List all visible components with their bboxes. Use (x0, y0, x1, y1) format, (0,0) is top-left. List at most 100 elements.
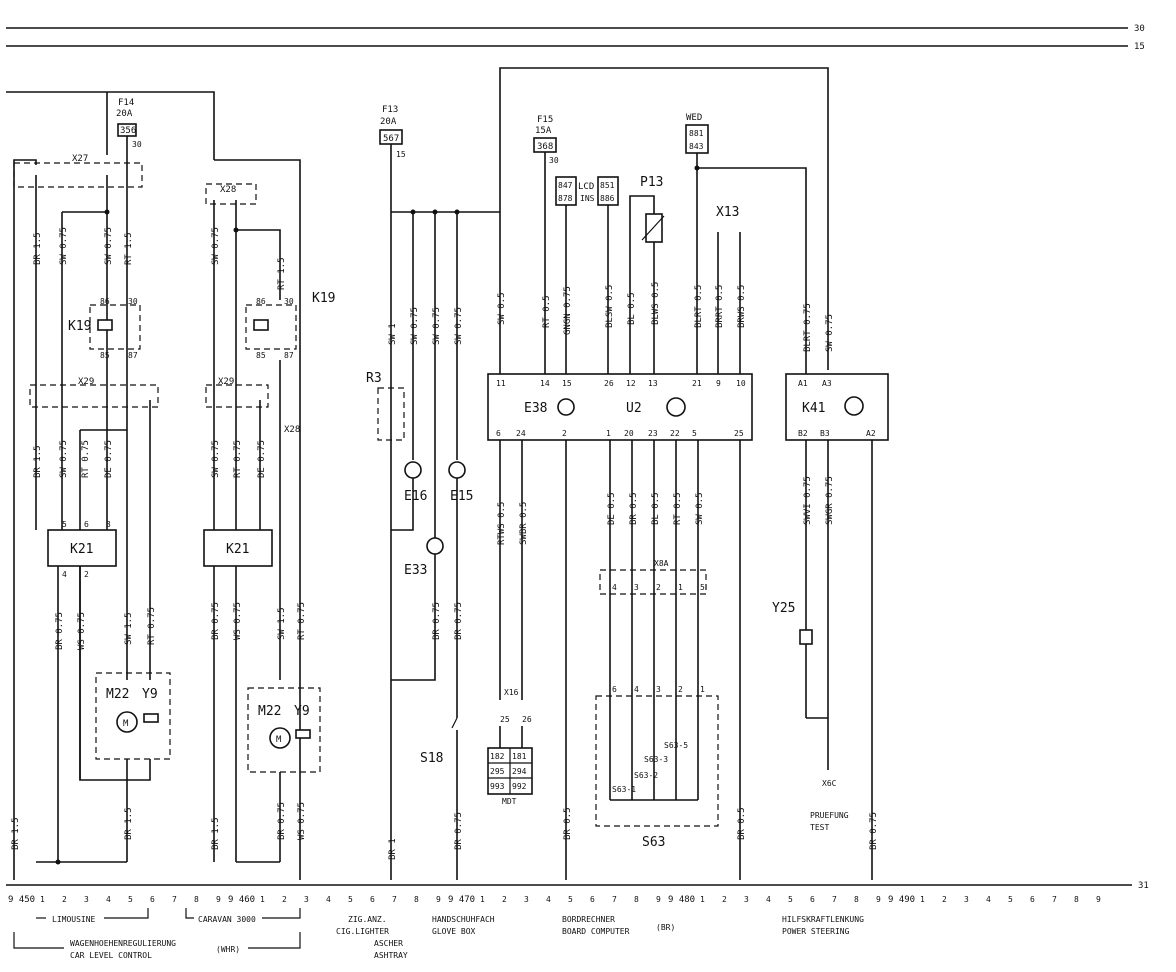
ruler-tick: 3 (744, 895, 749, 904)
svg-text:WS 0.75: WS 0.75 (77, 612, 87, 650)
relay-k19-left-label: K19 (68, 319, 91, 334)
svg-text:BR 0.75: BR 0.75 (454, 812, 464, 850)
svg-text:294: 294 (512, 767, 527, 776)
board-computer-u2 (487, 373, 753, 441)
power-steering-section: BLRT 0.75 SW 0.75 K41 A1 A3 B2 B3 A2 SWV… (772, 303, 889, 880)
rail-31-label: 31 (1138, 881, 1149, 891)
footer-labels: LIMOUSINE CARAVAN 3000 WAGENHOEHENREGULI… (13, 908, 864, 960)
connector-x16: X16 (504, 688, 519, 697)
footer-whr: (WHR) (216, 945, 240, 954)
ruler-tick: 2 (502, 895, 507, 904)
ruler-tick: 6 (150, 895, 155, 904)
ruler-tick: 1 (40, 895, 45, 904)
svg-text:GNGN 0.75: GNGN 0.75 (563, 286, 573, 335)
ruler-tick: 8 (194, 895, 199, 904)
footer-power-steering-de: HILFSKRAFTLENKUNG (782, 915, 864, 924)
connector-x29-left: X29 (78, 377, 94, 387)
svg-text:BR 1.5: BR 1.5 (124, 807, 134, 840)
ruler-tick: 7 (612, 895, 617, 904)
test-label-en: TEST (810, 823, 829, 832)
svg-text:1: 1 (606, 429, 611, 438)
ruler-tick: 9 (876, 895, 881, 904)
svg-text:24: 24 (516, 429, 526, 438)
ruler-tick: 8 (854, 895, 859, 904)
fuse-f14-code: 356 (120, 126, 136, 136)
connector-x13: X13 (716, 205, 739, 220)
ruler-tick: 5 (348, 895, 353, 904)
ruler-tick: 3 (84, 895, 89, 904)
svg-text:BR 0.75: BR 0.75 (869, 812, 879, 850)
switch-block-s63-label: S63 (642, 835, 665, 850)
ruler-tick: 5 (568, 895, 573, 904)
ruler-major-490: 9 490 (888, 895, 915, 905)
clock-icon (666, 397, 686, 417)
svg-text:5: 5 (700, 583, 705, 592)
test-label-de: PRUEFUNG (810, 811, 849, 820)
power-rails: 30 15 31 (6, 24, 1149, 891)
valve-y9-left-label: Y9 (142, 687, 158, 702)
mdt-label: MDT (502, 797, 517, 806)
svg-text:X29: X29 (218, 377, 234, 387)
ruler-tick: 8 (1074, 895, 1079, 904)
svg-text:13: 13 (648, 379, 658, 388)
connector-x8a: X8A (654, 559, 669, 568)
svg-text:BLSW 0.5: BLSW 0.5 (605, 285, 615, 328)
svg-text:E15: E15 (450, 489, 473, 504)
ruler-tick: 3 (964, 895, 969, 904)
svg-text:878: 878 (558, 194, 573, 203)
svg-text:B2: B2 (798, 429, 808, 438)
ruler-tick: 9 (216, 895, 221, 904)
svg-text:2: 2 (678, 685, 683, 694)
svg-text:23: 23 (648, 429, 658, 438)
svg-text:6: 6 (496, 429, 501, 438)
svg-text:RT 0.75: RT 0.75 (81, 440, 91, 478)
svg-text:25: 25 (500, 715, 510, 724)
svg-text:BR 0.75: BR 0.75 (211, 602, 221, 640)
svg-text:BLRT 0.5: BLRT 0.5 (694, 285, 704, 328)
svg-text:851: 851 (600, 181, 615, 190)
svg-text:BR 0.5: BR 0.5 (629, 492, 639, 525)
svg-text:F15: F15 (537, 115, 553, 125)
ruler-tick: 4 (766, 895, 771, 904)
svg-text:S63-1: S63-1 (612, 785, 636, 794)
module-k21-left-label: K21 (70, 542, 93, 557)
motor-m22-right-label: M22 (258, 704, 281, 719)
footer-br: (BR) (656, 923, 675, 932)
svg-text:BR 0.5: BR 0.5 (563, 807, 573, 840)
svg-text:WED: WED (686, 113, 702, 123)
svg-text:E33: E33 (404, 563, 427, 578)
svg-text:992: 992 (512, 782, 527, 791)
valve-y9-right (295, 729, 311, 739)
switch-s18 (451, 717, 458, 729)
svg-text:4: 4 (62, 570, 67, 579)
svg-text:BR 1.5: BR 1.5 (211, 817, 221, 850)
relay-k19-left (89, 304, 141, 350)
relay-k19-right (245, 304, 297, 350)
module-k41 (785, 373, 889, 441)
svg-text:SW 1: SW 1 (388, 323, 398, 345)
connector-x27-frame (13, 162, 143, 188)
ruler-tick: 2 (62, 895, 67, 904)
svg-text:RT 1.5: RT 1.5 (277, 257, 287, 290)
motor-m22-left (116, 711, 138, 733)
switch-s18-label: S18 (420, 751, 443, 766)
svg-text:15A: 15A (535, 126, 552, 136)
svg-text:SW 0.75: SW 0.75 (825, 314, 835, 352)
svg-text:15: 15 (396, 150, 406, 159)
footer-ashtray-en: ASHTRAY (374, 951, 408, 960)
svg-text:6: 6 (84, 520, 89, 529)
lamp-e16 (404, 461, 422, 479)
connector-x28-frame (205, 183, 257, 205)
svg-text:DE 0.5: DE 0.5 (607, 492, 617, 525)
module-k21-left (47, 529, 117, 567)
sensor-p13-label: P13 (640, 175, 663, 190)
svg-text:4: 4 (634, 685, 639, 694)
svg-text:2: 2 (84, 570, 89, 579)
ruler-tick: 7 (392, 895, 397, 904)
svg-text:BLWS 0.5: BLWS 0.5 (651, 282, 661, 325)
svg-text:21: 21 (692, 379, 702, 388)
connector-x27: X27 (72, 154, 88, 164)
fuse-f14-rating: 20A (116, 109, 133, 119)
svg-text:30: 30 (284, 297, 294, 306)
svg-text:14: 14 (540, 379, 550, 388)
